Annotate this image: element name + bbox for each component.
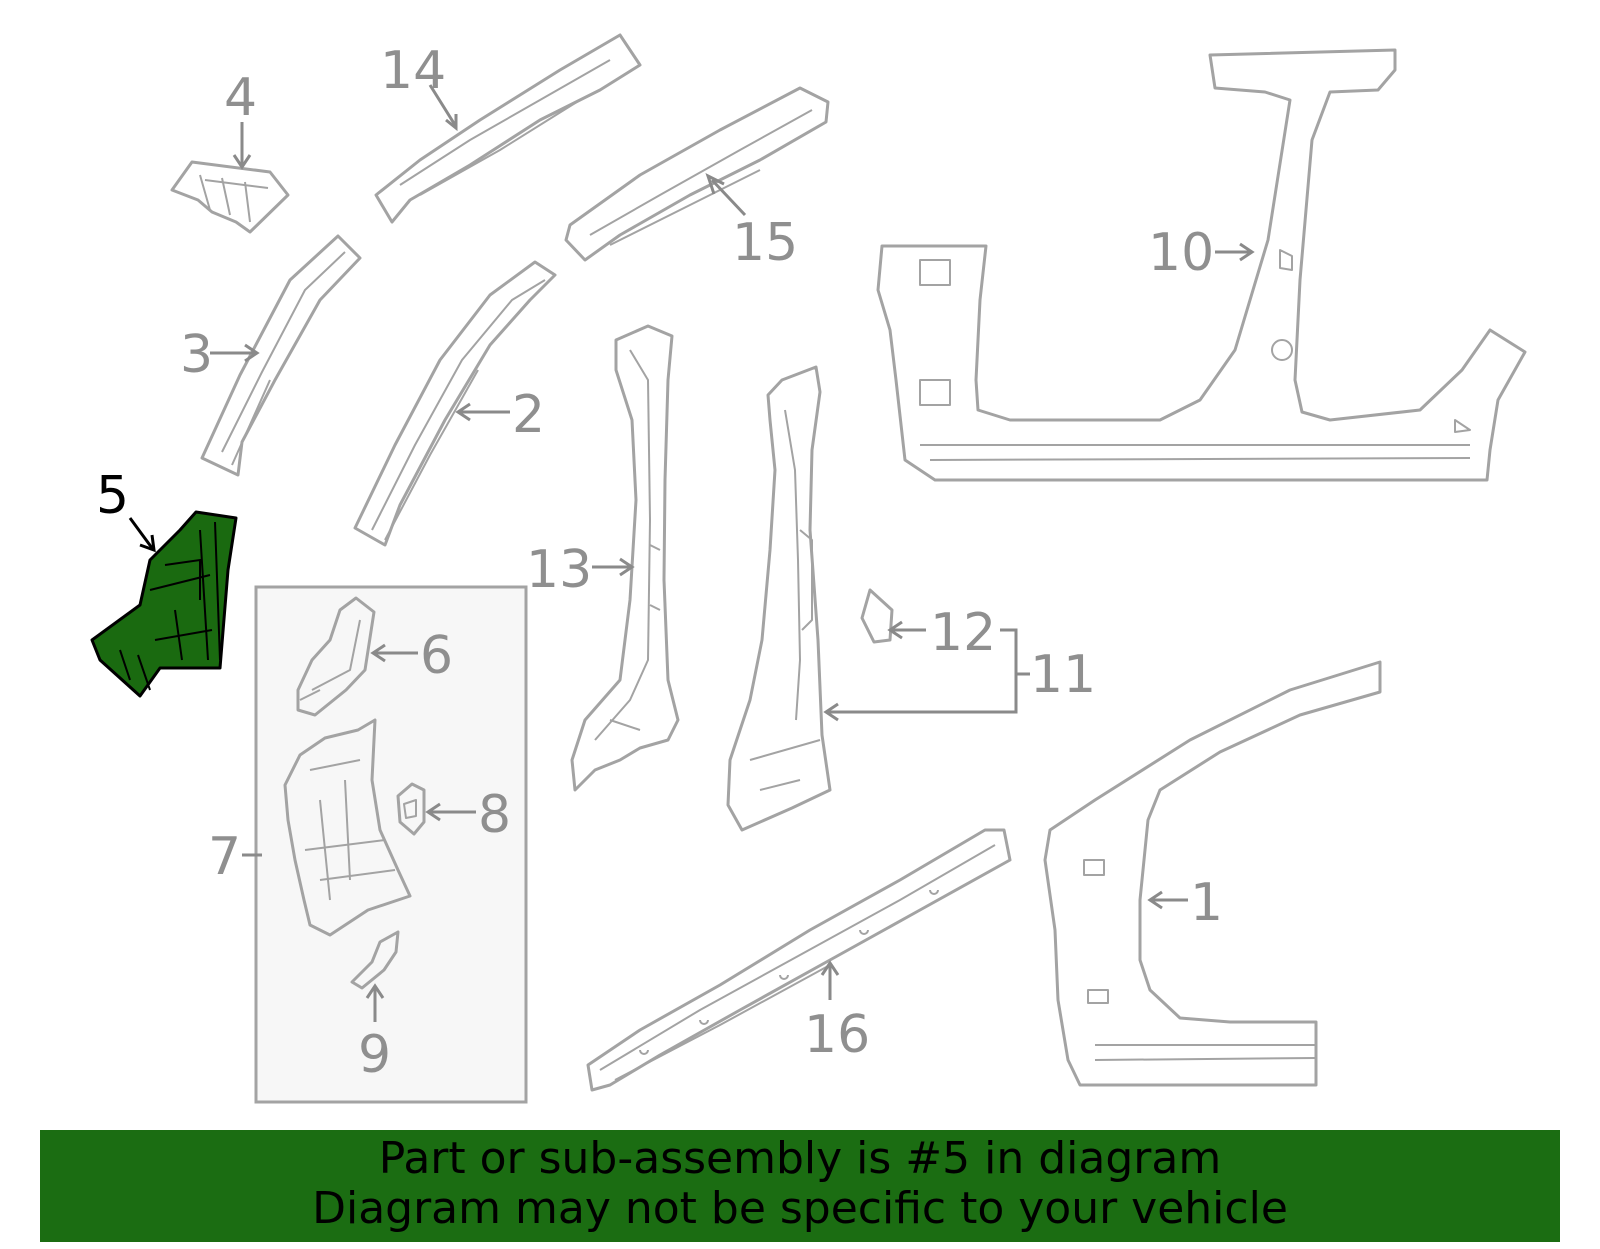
- part-5[interactable]: [90, 510, 238, 698]
- part-8[interactable]: [396, 782, 426, 836]
- callout-3: 3: [180, 325, 213, 385]
- callout-7: 7: [208, 827, 241, 887]
- part-6[interactable]: [296, 596, 376, 717]
- callout-5: 5: [96, 466, 129, 526]
- callout-15: 15: [732, 213, 798, 273]
- part-2[interactable]: [353, 260, 557, 547]
- callout-13: 13: [526, 540, 592, 600]
- part-4[interactable]: [170, 160, 290, 234]
- banner-line-1: Part or sub-assembly is #5 in diagram: [378, 1133, 1222, 1184]
- part-12[interactable]: [860, 588, 894, 644]
- part-16[interactable]: [586, 828, 1012, 1092]
- callout-8: 8: [478, 785, 511, 845]
- part-11[interactable]: [726, 365, 832, 832]
- part-14[interactable]: [374, 33, 642, 224]
- part-9[interactable]: [350, 930, 400, 990]
- callout-4: 4: [224, 68, 257, 128]
- callout-11-bracket: [828, 628, 1018, 714]
- info-banner: Part or sub-assembly is #5 in diagram Di…: [40, 1130, 1560, 1242]
- part-1[interactable]: [1043, 660, 1382, 1087]
- callout-6: 6: [420, 626, 453, 686]
- callout-10: 10: [1148, 223, 1214, 283]
- callout-9: 9: [358, 1025, 391, 1085]
- callout-16: 16: [804, 1005, 870, 1065]
- part-3[interactable]: [200, 234, 362, 477]
- callout-11: 11: [1030, 645, 1096, 705]
- callout-1: 1: [1190, 873, 1223, 933]
- callout-2: 2: [512, 385, 545, 445]
- part-10[interactable]: [876, 48, 1527, 482]
- banner-line-2: Diagram may not be specific to your vehi…: [312, 1183, 1288, 1234]
- part-15[interactable]: [564, 86, 830, 262]
- callout-12: 12: [930, 603, 996, 663]
- part-7[interactable]: [283, 718, 412, 937]
- callout-14: 14: [380, 41, 446, 101]
- subassembly-box: [254, 585, 528, 1104]
- part-13[interactable]: [570, 324, 680, 792]
